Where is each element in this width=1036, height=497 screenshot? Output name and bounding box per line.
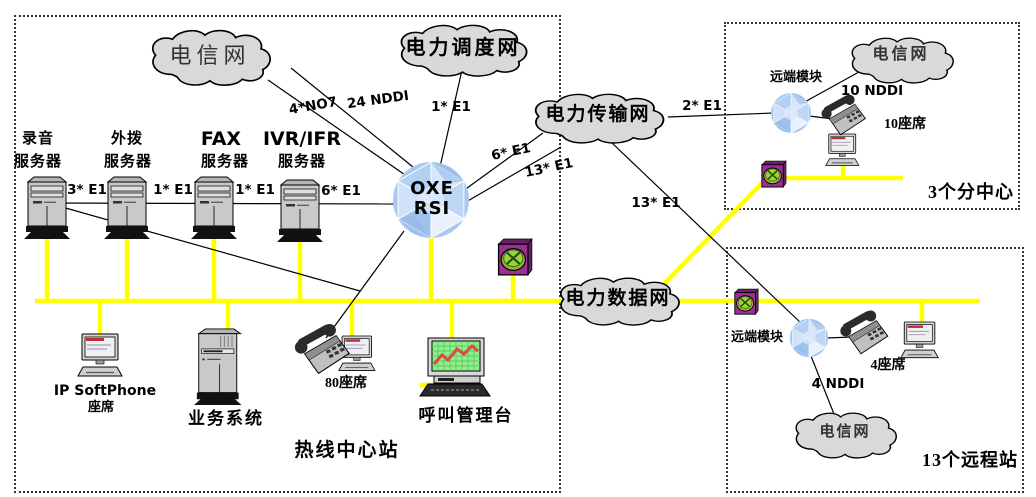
- branch-remote-module-node: [770, 92, 812, 134]
- ip-softphone-label-line1: IP SoftPhone: [53, 383, 157, 399]
- oxe-node-label-line1: OXE: [410, 178, 454, 199]
- link-label-e1-dispatch: 1* E1: [431, 99, 471, 115]
- link-label-e1-remote: 13* E1: [631, 195, 681, 211]
- line-telecom-branch-module: [800, 66, 869, 105]
- ivr-server-label-line1: IVR/IFR: [262, 128, 342, 150]
- remote-station-title: 13个远程站: [922, 450, 1018, 470]
- line-telecom-oxe-no7: [267, 79, 422, 187]
- power-data-cloud-label: 电力数据网: [565, 288, 671, 309]
- line-branch-module-phone: [808, 115, 834, 120]
- recording-server-icon: [23, 176, 71, 240]
- recording-server-label-line1: 录音: [21, 131, 55, 147]
- recording-server-label-line2: 服务器: [13, 154, 63, 170]
- remote-remote-module-node: [789, 318, 829, 358]
- ip-softphone-pc-icon: [77, 333, 123, 377]
- line-remote-module-phone: [826, 336, 853, 339]
- link-label-e1-outbound: 1* E1: [153, 182, 193, 198]
- branch-center-box: [724, 22, 1020, 210]
- outbound-server-icon: [103, 176, 151, 240]
- link-label-e1-branch: 2* E1: [682, 98, 722, 114]
- ivr-server-icon: [276, 179, 324, 243]
- remote-router-icon: [734, 288, 759, 315]
- fax-server-label-line2: 服务器: [200, 154, 250, 170]
- power-dispatch-cloud-label: 电力调度网: [405, 37, 521, 59]
- ivr-server-label-line2: 服务器: [277, 154, 327, 170]
- line-transmission-oxe-b: [458, 146, 562, 207]
- line-transmission-remote: [611, 142, 803, 325]
- remote-remote-module-label: 远端模块: [730, 329, 784, 344]
- branch-remote-module-label: 远端模块: [769, 69, 823, 84]
- link-label-nddi10: 10 NDDI: [840, 83, 904, 99]
- power-transmission-cloud-label: 电力传输网: [545, 104, 651, 125]
- outbound-server-label-line1: 外拨: [110, 131, 144, 147]
- business-system-label: 业务系统: [188, 409, 264, 428]
- remote-pc-icon: [900, 321, 939, 359]
- line-oxe-seats80: [325, 230, 405, 339]
- telecom-cloud-remote-label: 电信网: [819, 424, 871, 440]
- link-label-e1-recording: 3* E1: [67, 182, 107, 198]
- link-label-e1-fax: 1* E1: [235, 182, 275, 198]
- telecom-cloud-branch-label: 电信网: [872, 46, 930, 63]
- branch-router-icon: [761, 160, 787, 188]
- fax-server-label-line1: FAX: [200, 128, 242, 150]
- ip-softphone-label-line2: 座席: [87, 399, 115, 414]
- line-remote-module-telecom: [810, 355, 835, 415]
- link-label-nddi4: 4 NDDI: [811, 376, 865, 392]
- branch-center-title: 3个分中心: [928, 182, 1014, 202]
- remote-seats-label: 4座席: [870, 358, 906, 373]
- branch-pc-icon: [825, 133, 860, 166]
- oxe-node-label-line2: RSI: [413, 198, 451, 219]
- line-transmission-oxe-a: [462, 132, 544, 192]
- seats80-label: 80座席: [325, 376, 367, 391]
- remote-phone-icon: [836, 306, 891, 359]
- line-transmission-branch: [667, 112, 775, 118]
- line-dispatch-oxe: [436, 69, 463, 181]
- line-telecom-oxe-nddi: [290, 67, 430, 181]
- telecom-cloud-left-label: 电信网: [169, 43, 251, 68]
- fax-server-icon: [190, 176, 238, 240]
- outbound-server-label-line2: 服务器: [103, 154, 153, 170]
- call-console-icon: [418, 336, 492, 398]
- call-console-label: 呼叫管理台: [418, 406, 514, 425]
- hotline-center-box: [14, 15, 561, 493]
- hotline-center-title: 热线中心站: [294, 440, 400, 461]
- branch-seats-label: 10座席: [884, 117, 926, 132]
- center-router-icon: [497, 237, 533, 276]
- lan-diagonal-branch: [659, 179, 766, 289]
- remote-station-box: [726, 247, 1024, 493]
- lan-lines: [35, 162, 980, 388]
- link-label-e1-ivr: 6* E1: [321, 183, 361, 199]
- business-system-icon: [193, 328, 242, 406]
